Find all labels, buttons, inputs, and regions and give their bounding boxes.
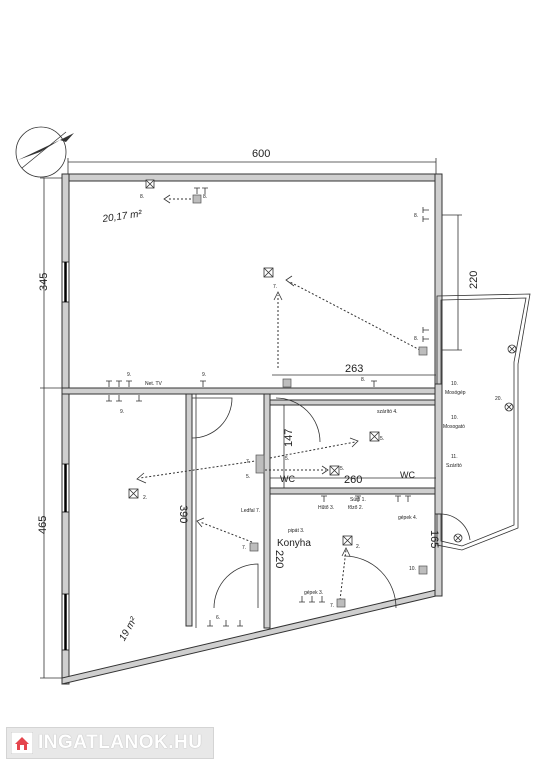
label-5d: 5. [340, 466, 344, 472]
label-mosogato: Mosogató [443, 424, 465, 430]
interior-walls [61, 383, 443, 629]
label-8b: 8. [203, 194, 207, 200]
switch-icon [282, 378, 292, 388]
circuit-arrows [136, 194, 421, 601]
outlet-icon [207, 620, 243, 627]
inner-dimensions: 263 260 147 390 220 165 [177, 363, 440, 628]
label-tv: Net. TV [145, 381, 163, 387]
light-icon [507, 344, 517, 354]
watermark: INGATLANOK.HU [6, 727, 214, 759]
outlet-icon [321, 495, 411, 502]
outlet-icon [106, 395, 142, 402]
label-10: 10. [451, 381, 458, 387]
label-11: 11. [451, 454, 458, 460]
room-wc-1: WC [280, 474, 295, 484]
label-2b: 2. [356, 544, 360, 550]
label-pipas: pipát 3. [288, 528, 304, 534]
dim-hall: 390 [177, 505, 189, 523]
label-5b: 5. [285, 456, 289, 462]
outlet-icon [422, 207, 429, 222]
label-8d: 8. [414, 336, 418, 342]
watermark-text: INGATLANOK.HU [38, 732, 203, 753]
light-icon [329, 465, 340, 476]
outlet-icon [106, 380, 132, 387]
light-icon [145, 179, 155, 189]
dim-recess: 220 [468, 271, 480, 289]
label-gepek: gépek 4. [398, 515, 417, 521]
dim-kitchen-height: 220 [273, 550, 285, 568]
light-icon [263, 267, 274, 278]
room-wc-2: WC [400, 470, 415, 480]
switch-icon [418, 346, 428, 356]
label-7: 7. [273, 284, 277, 290]
switches [192, 194, 428, 608]
light-icon [504, 402, 514, 412]
ceiling-lights [128, 179, 517, 546]
light-icon [342, 535, 353, 546]
label-10b: 10. [451, 415, 458, 421]
dim-balcony: 165 [428, 530, 440, 548]
label-9: 9. [127, 372, 131, 378]
handwritten-top-room: 20,17 m² [101, 208, 143, 225]
compass-icon [15, 126, 74, 178]
dimension-left: 345 465 [37, 177, 62, 679]
label-8e: 8. [361, 377, 365, 383]
label-huto: Hűtő 3. [318, 505, 334, 511]
switch-icon [249, 542, 259, 552]
light-icon [128, 488, 139, 499]
label-2: 2. [143, 495, 147, 501]
light-icon [369, 431, 380, 442]
windows-left [61, 261, 70, 651]
label-5: 5. [380, 436, 384, 442]
fixture-labels: 8. 8. 8. 8. 7. 9. Net. TV 9. 9. 8. szárí… [120, 194, 502, 621]
room-kitchen: Konyha [277, 538, 311, 549]
balcony [436, 293, 531, 551]
label-8: 8. [140, 194, 144, 200]
dim-left-lower: 465 [37, 516, 49, 534]
label-7c: 7. [242, 545, 246, 551]
dim-left-upper: 345 [38, 273, 50, 291]
label-10c: 10. [409, 566, 416, 572]
room-labels: WC WC Konyha [277, 470, 415, 549]
switch-icon [418, 565, 428, 575]
dim-bath: 147 [283, 429, 295, 447]
label-led: Ledfal 7. [241, 508, 260, 514]
handwriting: 20,17 m² 19 m² [101, 208, 143, 643]
label-9c: 9. [202, 372, 206, 378]
outer-walls [61, 173, 443, 685]
label-suto: Sütő 1. [350, 497, 366, 503]
dim-top-width: 600 [252, 148, 270, 160]
switch-icon [255, 454, 265, 474]
label-20: 20. [495, 396, 502, 402]
label-szarito4: szárító 4. [377, 409, 398, 415]
outlet-icon [371, 380, 377, 387]
light-icon [453, 533, 463, 543]
label-7d: 7. [330, 603, 334, 609]
label-8c: 8. [414, 213, 418, 219]
house-logo-icon [11, 732, 33, 754]
dimension-recess: 220 [442, 214, 480, 351]
switch-icon [192, 194, 202, 204]
doors [191, 397, 471, 609]
handwritten-bottom-room: 19 m² [117, 615, 140, 643]
label-5c: 5. [246, 474, 250, 480]
label-fozo: főző 2. [348, 505, 363, 511]
label-7b: 7. [246, 459, 250, 465]
label-szaritogep: Szárító [446, 463, 462, 469]
outlet-icon [200, 380, 206, 387]
outlet-icon [422, 327, 429, 342]
label-6: 6. [216, 615, 220, 621]
outlet-icon [194, 187, 208, 194]
outlet-icon [299, 596, 325, 603]
label-mosogep: Mosógép [445, 390, 466, 396]
label-gepek3: gépek 3. [304, 590, 323, 596]
dim-corridor: 263 [345, 363, 363, 375]
label-9b: 9. [120, 409, 124, 415]
outlets [106, 187, 429, 627]
dim-kitchen-width: 260 [344, 474, 362, 486]
switch-icon [336, 598, 346, 608]
